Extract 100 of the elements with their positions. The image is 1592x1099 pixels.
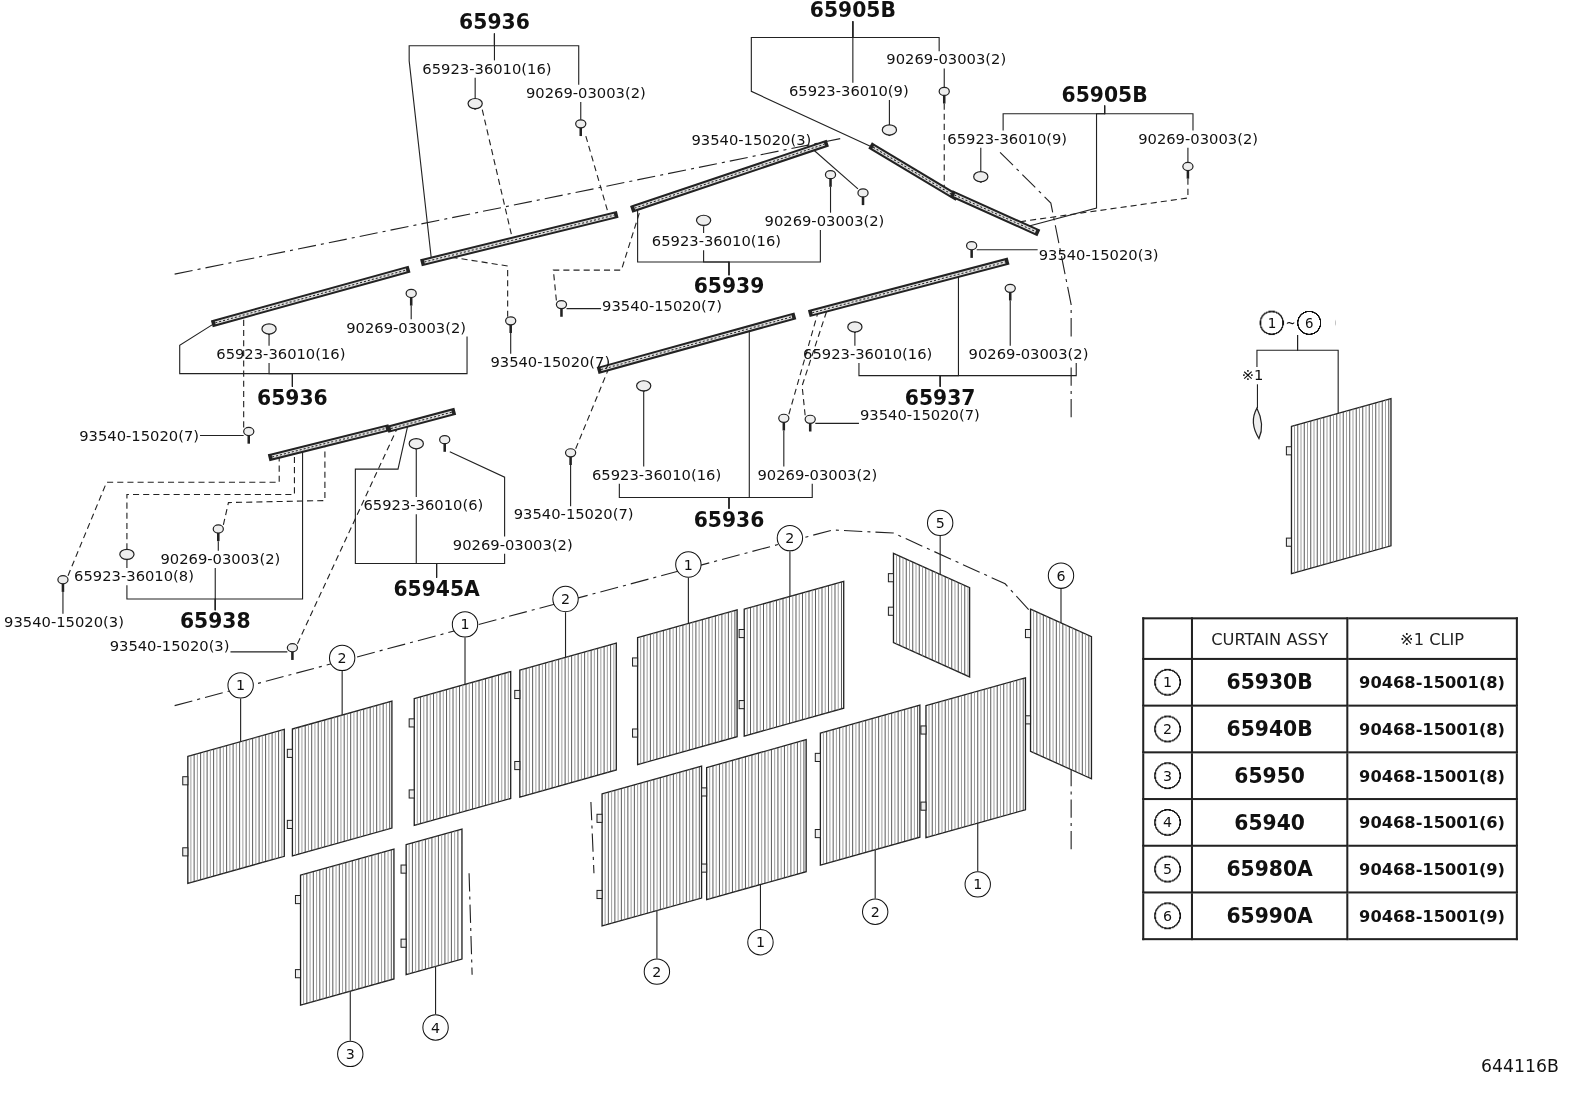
part-number: 93540-15020(3) [3,613,125,631]
part-number: 65923-36010(16) [650,233,783,251]
part-number: 90468-15001(8) [1347,658,1517,706]
clip-icon [881,124,898,137]
curtain-panel [400,828,463,976]
curtain-panel [408,670,512,827]
column-header: CURTAIN ASSY [1191,618,1348,659]
leader-line [980,147,982,173]
part-number: 65923-36010(16) [421,60,553,78]
bracket-line [436,553,506,579]
leader-line [474,77,476,100]
screw-icon [555,299,568,317]
screw-icon [1182,161,1194,179]
callout-number: 2 [776,524,804,552]
leader-line [268,334,270,347]
part-number: 90269-03003(2) [967,345,1090,363]
leader-line [939,535,941,575]
leader-line [829,186,832,214]
leader-line [811,148,859,190]
screw-icon [405,288,417,306]
part-number: 90468-15001(9) [1347,845,1517,893]
clip-icon [408,438,424,450]
curtain-panel [887,552,971,678]
leader-line [854,332,856,347]
part-number: 93540-15020(7) [601,298,723,316]
curtain-panel [920,676,1027,839]
leader-line [977,822,979,872]
leader-line [1009,299,1011,347]
part-number: 93540-15020(3) [108,638,231,656]
part-number: 90468-15001(9) [1347,892,1517,940]
part-number: 93540-15020(3) [690,131,813,149]
part-number: 65980A [1191,845,1348,893]
screw-icon [243,426,255,444]
part-number: 65923-36010(6) [362,497,485,515]
leader-line [1297,334,1339,414]
curtain-panel [814,704,921,866]
row-number: 1 [1143,658,1192,706]
leader-line [874,849,876,900]
clip-icon [1252,407,1263,440]
screw-icon [824,169,837,187]
curtain-panel [1285,397,1392,575]
curtain-panel [182,728,285,885]
callout-number: 2 [552,585,579,613]
leader-line [976,249,1039,251]
curtain-rail [808,258,1009,317]
leader-line [410,305,412,320]
screw-icon [857,188,869,206]
row-number: 4 [1143,799,1192,846]
clip-icon [261,323,277,336]
curtain-panel [294,848,395,1007]
assembly-number: 65938 [179,610,251,633]
screw-icon [938,86,950,104]
screw-icon [286,643,299,660]
leader-line [126,559,128,569]
row-number: 2 [1143,705,1192,753]
leader-line [62,591,64,615]
assembly-number: 65939 [693,275,765,298]
bracket-line [291,336,468,388]
part-number: 93540-15020(7) [512,506,635,524]
callout-number: 1 [747,929,774,956]
part-number: 65950 [1191,752,1348,800]
leader-line [240,697,242,743]
part-number: 90468-15001(6) [1347,799,1517,846]
clip-icon [695,214,712,227]
row-number: 3 [1143,752,1192,800]
bracket-line [728,229,821,276]
assembly-number: 65936 [459,11,530,34]
part-number: 90269-03003(2) [885,51,1008,69]
leader-line [449,451,506,538]
screw-icon [778,413,790,431]
leader-line [687,577,689,624]
leader-line [656,910,658,959]
callout-number: 1 [451,611,479,638]
part-number: 90269-03003(2) [1137,130,1259,148]
part-number: ※1 [1240,367,1265,385]
callout-number: 1 [675,551,702,578]
curtain-panel [286,700,393,857]
leader-line [510,332,512,355]
part-number: 93540-15020(7) [489,353,612,372]
leader-line [415,449,417,498]
callout-number: 6 [1047,562,1075,589]
callout-number: 1 [964,871,991,898]
part-number: 90468-15001(8) [1347,752,1517,800]
part-number: 93540-15020(7) [78,427,201,446]
part-number: 65923-36010(16) [802,345,934,363]
leader-line [1060,588,1062,624]
part-number: 90269-03003(2) [345,319,468,337]
leader-line [783,429,785,468]
curtain-rail [420,211,618,266]
bracket-line [493,32,580,86]
leader-line [888,99,890,126]
leader-line [1187,147,1189,163]
curtain-panel [701,738,807,901]
callout-number: 4 [422,1014,449,1041]
clip-icon [636,380,652,392]
leader-line [703,225,705,234]
assembly-number: 65936 [693,508,765,531]
part-number: 90269-03003(2) [524,84,647,103]
row-number: 6 [1143,892,1192,940]
part-number: 90468-15001(8) [1347,705,1517,753]
